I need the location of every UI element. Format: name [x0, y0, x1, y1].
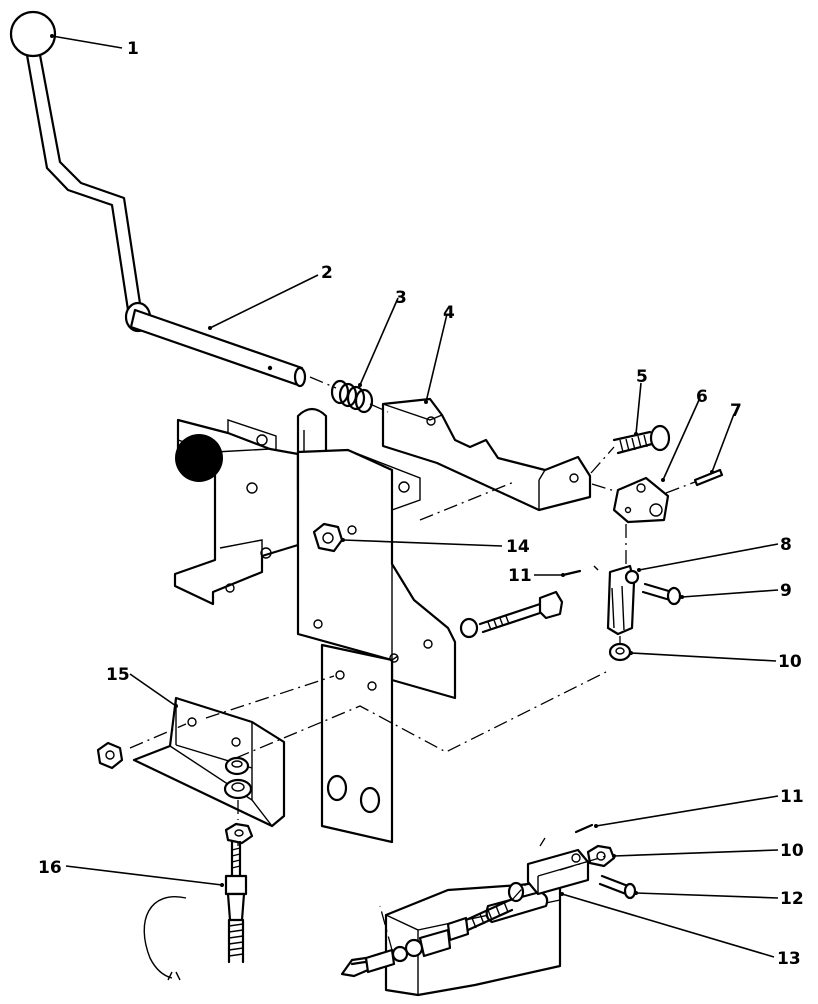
cam-plate	[612, 476, 670, 524]
cable-end-16	[143, 840, 248, 981]
callout-3: 3	[395, 288, 407, 308]
lower-plate	[320, 643, 399, 844]
callout-12: 12	[780, 889, 804, 909]
callout-14: 14	[506, 537, 530, 557]
bolt-5	[612, 424, 671, 455]
assembly-lines	[129, 376, 696, 951]
rubber-boot	[175, 434, 223, 482]
lever-shaft	[129, 308, 307, 388]
lever-knob	[9, 10, 57, 58]
nut-14	[312, 522, 344, 553]
bracket-arm	[381, 397, 592, 512]
adjust-bolt	[459, 590, 564, 639]
callout-15: 15	[106, 665, 130, 685]
callout-6: 6	[696, 387, 708, 407]
callout-10-upper: 10	[778, 652, 802, 672]
clevis-8	[606, 564, 640, 636]
callout-2: 2	[321, 263, 333, 283]
nut-10-upper	[608, 642, 632, 662]
callout-8: 8	[780, 535, 792, 555]
cotter-11-lower	[574, 823, 594, 834]
callout-11-lower: 11	[780, 787, 804, 807]
cable-rod	[340, 881, 525, 978]
cable-mount-plate	[384, 878, 562, 997]
callout-5: 5	[636, 367, 648, 387]
leader-lines	[50, 34, 779, 958]
nut-left	[96, 741, 124, 770]
callout-11-upper: 11	[508, 566, 532, 586]
callout-1: 1	[127, 39, 139, 59]
clevis-13	[526, 848, 590, 896]
pin-7	[693, 468, 724, 487]
spring	[330, 379, 374, 414]
callout-9: 9	[780, 581, 792, 601]
callout-4: 4	[443, 303, 455, 323]
shift-lever	[9, 10, 152, 333]
clevis-pin-9	[641, 582, 682, 606]
callout-labels: 1 2 3 4 5 6 7 8 9 10 11 14 15 16 11 10 1…	[38, 39, 804, 969]
nut-10-lower	[586, 844, 616, 868]
cotter-11-upper	[561, 565, 599, 577]
callout-16: 16	[38, 858, 62, 878]
callout-7: 7	[730, 401, 742, 421]
washer-stack	[223, 756, 254, 845]
clevis-pin-12	[598, 874, 637, 900]
callout-10-lower: 10	[780, 841, 804, 861]
callout-13: 13	[777, 949, 801, 969]
